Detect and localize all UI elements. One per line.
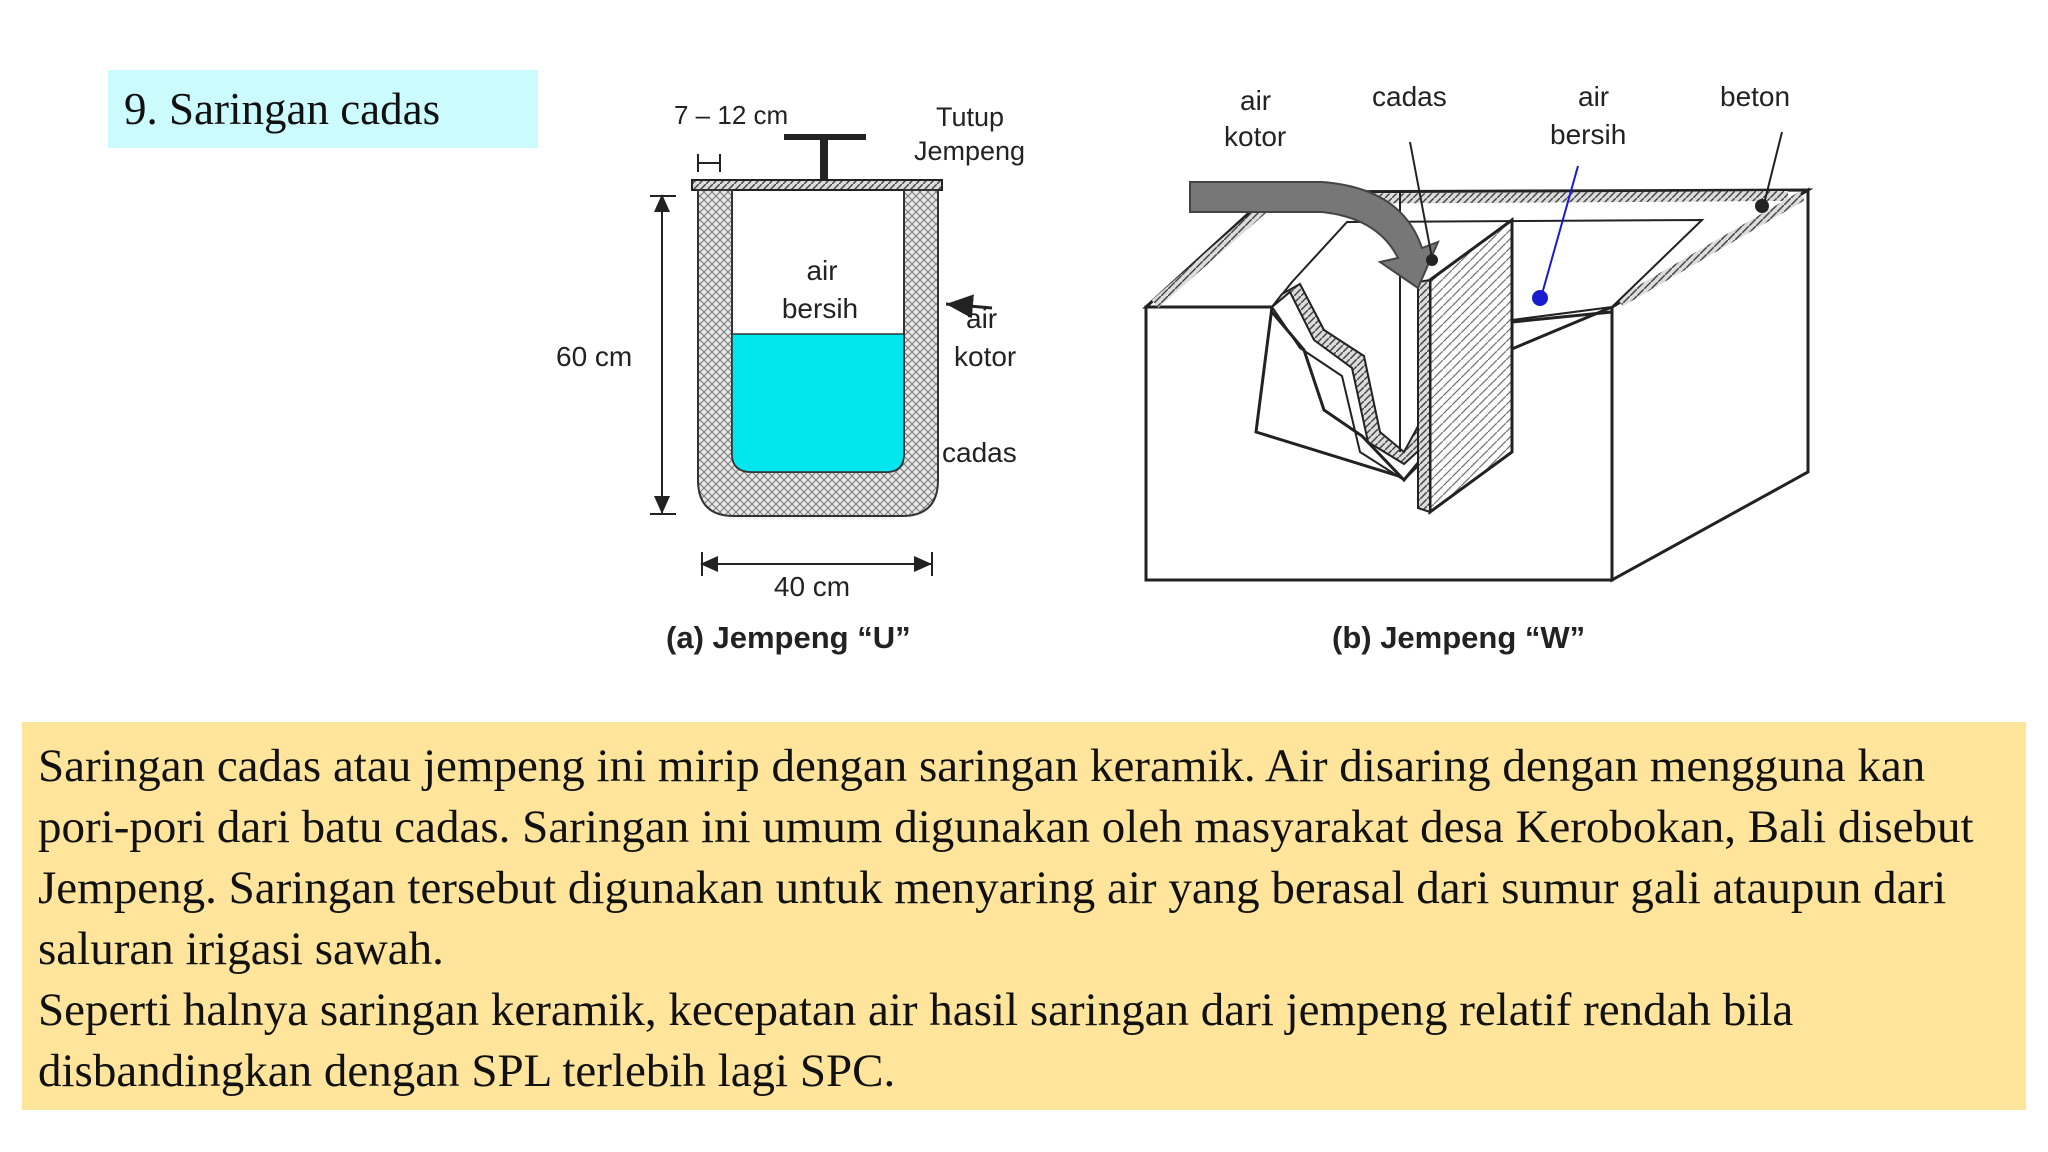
clean-water-label-2: bersih: [782, 293, 858, 324]
jempeng-diagram: 7 – 12 cm Tutup Jempeng air bersih air k…: [556, 81, 1814, 655]
jempeng-figure: 7 – 12 cm Tutup Jempeng air bersih air k…: [552, 72, 1828, 674]
w-cadas-label: cadas: [1372, 81, 1447, 112]
inflow-arrow: [1189, 181, 1440, 290]
dim-wall-label: 7 – 12 cm: [674, 100, 788, 130]
lid-label-2: Jempeng: [914, 136, 1025, 166]
clean-water: [731, 333, 905, 473]
description-box: Saringan cadas atau jempeng ini mirip de…: [22, 722, 2026, 1110]
caption-b: (b) Jempeng “W”: [1332, 620, 1585, 655]
cadas-label: cadas: [942, 437, 1017, 468]
dirty-water-label-1: air: [966, 303, 997, 334]
lid-label-1: Tutup: [936, 102, 1004, 132]
caption-a: (a) Jempeng “U”: [666, 620, 911, 655]
clean-water-label-1: air: [806, 255, 837, 286]
w-dirty-label-2: kotor: [1224, 121, 1286, 152]
description-paragraph-2: Seperti halnya saringan keramik, kecepat…: [38, 984, 1794, 1097]
height-label: 60 cm: [556, 341, 632, 372]
lid: [691, 179, 943, 191]
jempeng-u-diagram: 7 – 12 cm Tutup Jempeng air bersih air k…: [556, 100, 1025, 655]
w-dirty-label-1: air: [1240, 85, 1271, 116]
clean-water-marker: [1532, 290, 1548, 306]
w-concrete-label: beton: [1720, 81, 1790, 112]
dirty-water-label-2: kotor: [954, 341, 1016, 372]
w-clean-label-1: air: [1578, 81, 1609, 112]
w-clean-label-2: bersih: [1550, 119, 1626, 150]
jempeng-w-diagram: air kotor cadas air bersih beton (b) Jem…: [1142, 81, 1814, 655]
slide-title: 9. Saringan cadas: [108, 70, 538, 148]
width-label: 40 cm: [774, 571, 850, 602]
description-paragraph-1: Saringan cadas atau jempeng ini mirip de…: [38, 740, 1974, 975]
